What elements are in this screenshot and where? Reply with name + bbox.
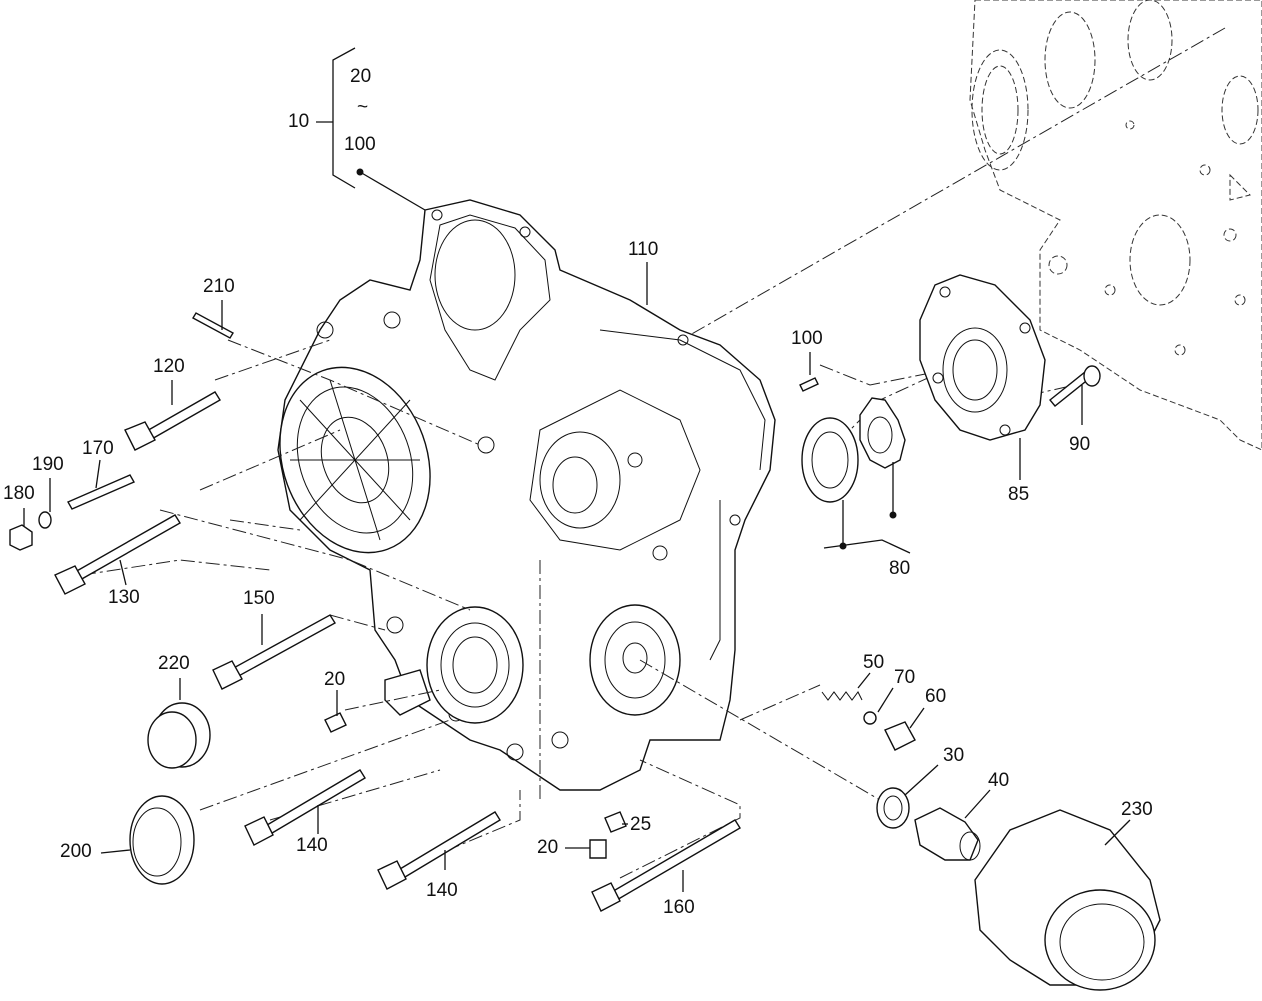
callout-210: 210 bbox=[203, 276, 235, 297]
callout-30: 30 bbox=[943, 745, 965, 766]
callout-range-tilde: ~ bbox=[357, 97, 369, 118]
callout-150: 150 bbox=[243, 588, 275, 609]
stud-170 bbox=[67, 474, 135, 510]
oil-pump-rotors bbox=[801, 397, 906, 503]
oil-pump-cover bbox=[919, 274, 1046, 441]
callout-180: 180 bbox=[3, 483, 35, 504]
case-lower-bores bbox=[384, 604, 681, 724]
ball-70 bbox=[863, 711, 877, 725]
leader-lines bbox=[23, 47, 1131, 892]
gasket-30 bbox=[876, 787, 910, 829]
callout-170: 170 bbox=[82, 438, 114, 459]
callout-220: 220 bbox=[158, 653, 190, 674]
callout-100-range-end: 100 bbox=[344, 134, 376, 155]
callout-60: 60 bbox=[925, 686, 947, 707]
bolt-130 bbox=[54, 514, 181, 595]
fitting-40 bbox=[914, 807, 981, 861]
pin-100 bbox=[799, 377, 819, 392]
callout-20-plug: 20 bbox=[324, 669, 346, 690]
callout-70: 70 bbox=[894, 667, 916, 688]
valve-60 bbox=[884, 721, 916, 751]
callout-140-a: 140 bbox=[296, 835, 328, 856]
oil-seal-200 bbox=[129, 795, 195, 885]
callout-40: 40 bbox=[988, 770, 1010, 791]
washer-190 bbox=[38, 511, 52, 529]
callout-100: 100 bbox=[791, 328, 823, 349]
callout-140-b: 140 bbox=[426, 880, 458, 901]
callout-10: 10 bbox=[288, 111, 310, 132]
callout-80: 80 bbox=[889, 558, 911, 579]
engine-block-phantom bbox=[969, 0, 1262, 451]
nut-180 bbox=[9, 524, 33, 551]
bolt-160 bbox=[591, 819, 741, 912]
bolt-140-a bbox=[244, 769, 366, 846]
case-grille bbox=[279, 366, 431, 554]
oil-filter-230 bbox=[974, 809, 1161, 991]
callout-190: 190 bbox=[32, 454, 64, 475]
callout-160: 160 bbox=[663, 897, 695, 918]
cap-220 bbox=[147, 702, 211, 769]
callout-110: 110 bbox=[628, 239, 659, 260]
callout-25: 25 bbox=[630, 814, 652, 835]
callout-120: 120 bbox=[153, 356, 185, 377]
plug-20-lower bbox=[589, 839, 607, 859]
callout-85: 85 bbox=[1008, 484, 1030, 505]
callout-90: 90 bbox=[1069, 434, 1091, 455]
callout-20-lower: 20 bbox=[537, 837, 559, 858]
callout-130: 130 bbox=[108, 587, 140, 608]
plug-25 bbox=[604, 811, 627, 833]
bolt-140-b bbox=[377, 811, 501, 890]
bolt-210 bbox=[192, 312, 234, 339]
callout-230: 230 bbox=[1121, 799, 1153, 820]
callout-50: 50 bbox=[863, 652, 885, 673]
callout-20-range-start: 20 bbox=[350, 66, 372, 87]
bolt-120 bbox=[124, 391, 221, 451]
callout-200: 200 bbox=[60, 841, 92, 862]
spring-50 bbox=[821, 691, 863, 701]
bolt-90 bbox=[1049, 365, 1101, 407]
bolt-150 bbox=[212, 614, 336, 690]
plug-20 bbox=[324, 712, 347, 733]
